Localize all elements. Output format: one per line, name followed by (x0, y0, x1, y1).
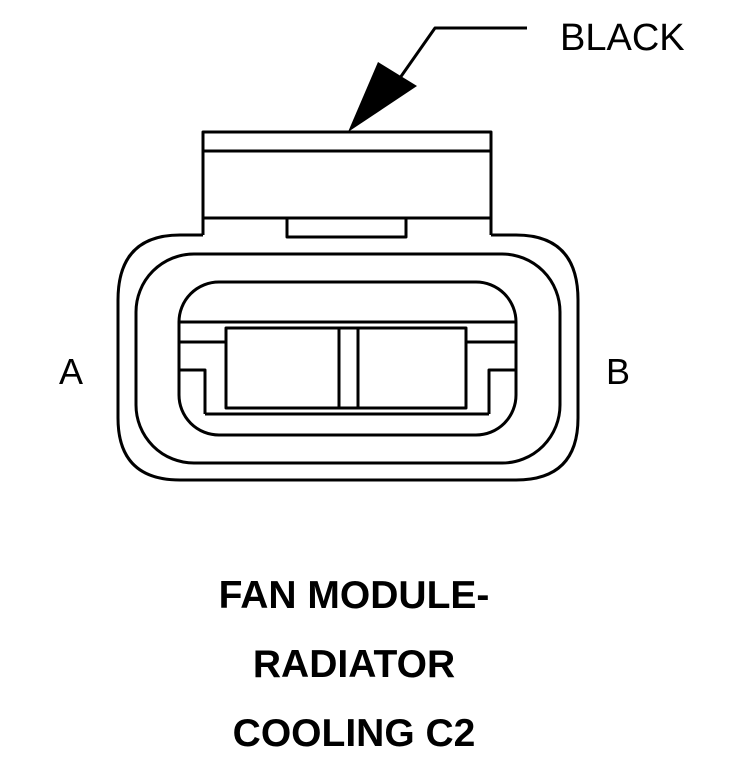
terminal-b (356, 326, 468, 410)
inner-shell (134, 252, 562, 465)
connector-body (116, 130, 580, 482)
lock-tab-outline (201, 130, 493, 235)
title-line-3: COOLING C2 (233, 712, 476, 755)
connector-title: FAN MODULE- RADIATOR COOLING C2 (219, 574, 490, 755)
pin-label-a: A (59, 351, 83, 392)
wire-color-label: BLACK (560, 17, 685, 59)
lock-tab-latch (285, 216, 408, 239)
terminal-a (224, 326, 341, 410)
right-key-notch (487, 368, 516, 414)
title-line-2: RADIATOR (253, 643, 455, 686)
left-key-notch (179, 368, 207, 414)
color-leader-arrow (348, 26, 527, 132)
mating-cavity (177, 280, 518, 437)
title-line-1: FAN MODULE- (219, 574, 490, 617)
pin-label-b: B (606, 351, 630, 392)
outer-shell (116, 233, 580, 482)
